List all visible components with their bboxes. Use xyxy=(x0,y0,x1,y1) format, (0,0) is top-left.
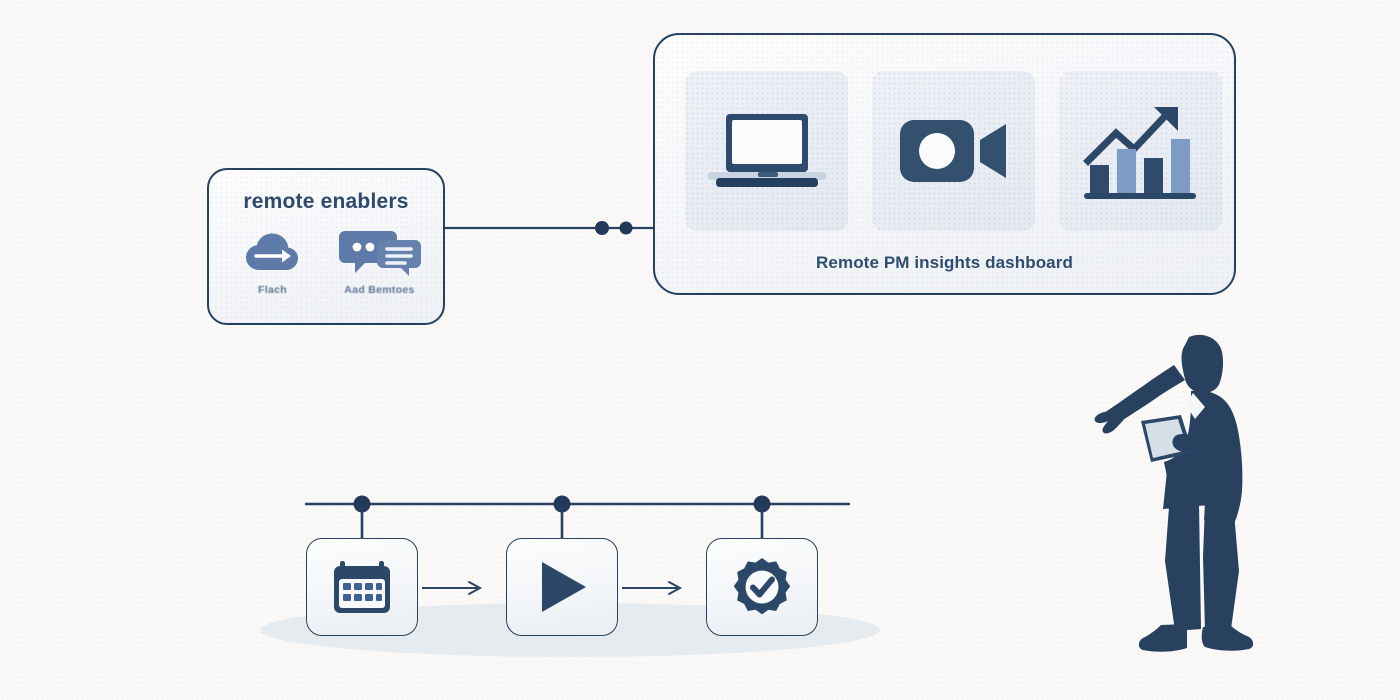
dashboard-tile-row xyxy=(685,71,1222,231)
dashboard-card[interactable]: Remote PM insights dashboard xyxy=(653,33,1236,295)
dashboard-tile-laptop[interactable] xyxy=(685,71,848,231)
remote-enablers-title: remote enablers xyxy=(243,190,409,213)
connector-dot xyxy=(595,221,609,235)
enabler-caption: Flach xyxy=(258,284,287,296)
chart-bar xyxy=(1089,165,1109,193)
enabler-item-chat[interactable]: Aad Bemtoes xyxy=(328,228,432,296)
enabler-caption: Aad Bemtoes xyxy=(344,284,415,296)
chart-baseline xyxy=(1083,193,1196,199)
enabler-item-cloud[interactable]: Flach xyxy=(221,228,325,296)
cloud-arrow-icon xyxy=(245,233,298,270)
timeline-marker xyxy=(553,495,571,540)
dashboard-tile-video[interactable] xyxy=(872,71,1035,231)
timeline-marker xyxy=(353,495,371,540)
calendar-icon xyxy=(334,561,390,613)
timeline-step-verified[interactable] xyxy=(706,538,818,636)
timeline-step-calendar[interactable] xyxy=(306,538,418,636)
chat-bubbles-icon xyxy=(338,231,421,276)
connector-line xyxy=(430,204,658,252)
chart-bar xyxy=(1143,158,1163,193)
remote-enablers-card[interactable]: remote enablers Flach xyxy=(207,168,445,325)
video-camera-icon xyxy=(899,120,1006,182)
dashboard-tile-chart[interactable] xyxy=(1059,71,1222,231)
dashboard-caption: Remote PM insights dashboard xyxy=(816,253,1073,272)
timeline-step-play[interactable] xyxy=(506,538,618,636)
enabler-list: Flach Aad Bemtoes xyxy=(219,228,433,296)
chart-bar xyxy=(1170,139,1190,193)
laptop-icon xyxy=(707,114,826,187)
bar-chart-growth-icon xyxy=(1082,107,1196,199)
timeline-arrow xyxy=(622,581,683,595)
play-icon xyxy=(542,562,586,612)
connector-dot xyxy=(619,221,633,235)
chart-bar xyxy=(1116,149,1136,193)
timeline-arrow xyxy=(422,581,483,595)
person-presenting-icon xyxy=(1094,334,1254,652)
timeline-marker xyxy=(753,495,771,540)
verified-badge-icon xyxy=(733,558,791,615)
